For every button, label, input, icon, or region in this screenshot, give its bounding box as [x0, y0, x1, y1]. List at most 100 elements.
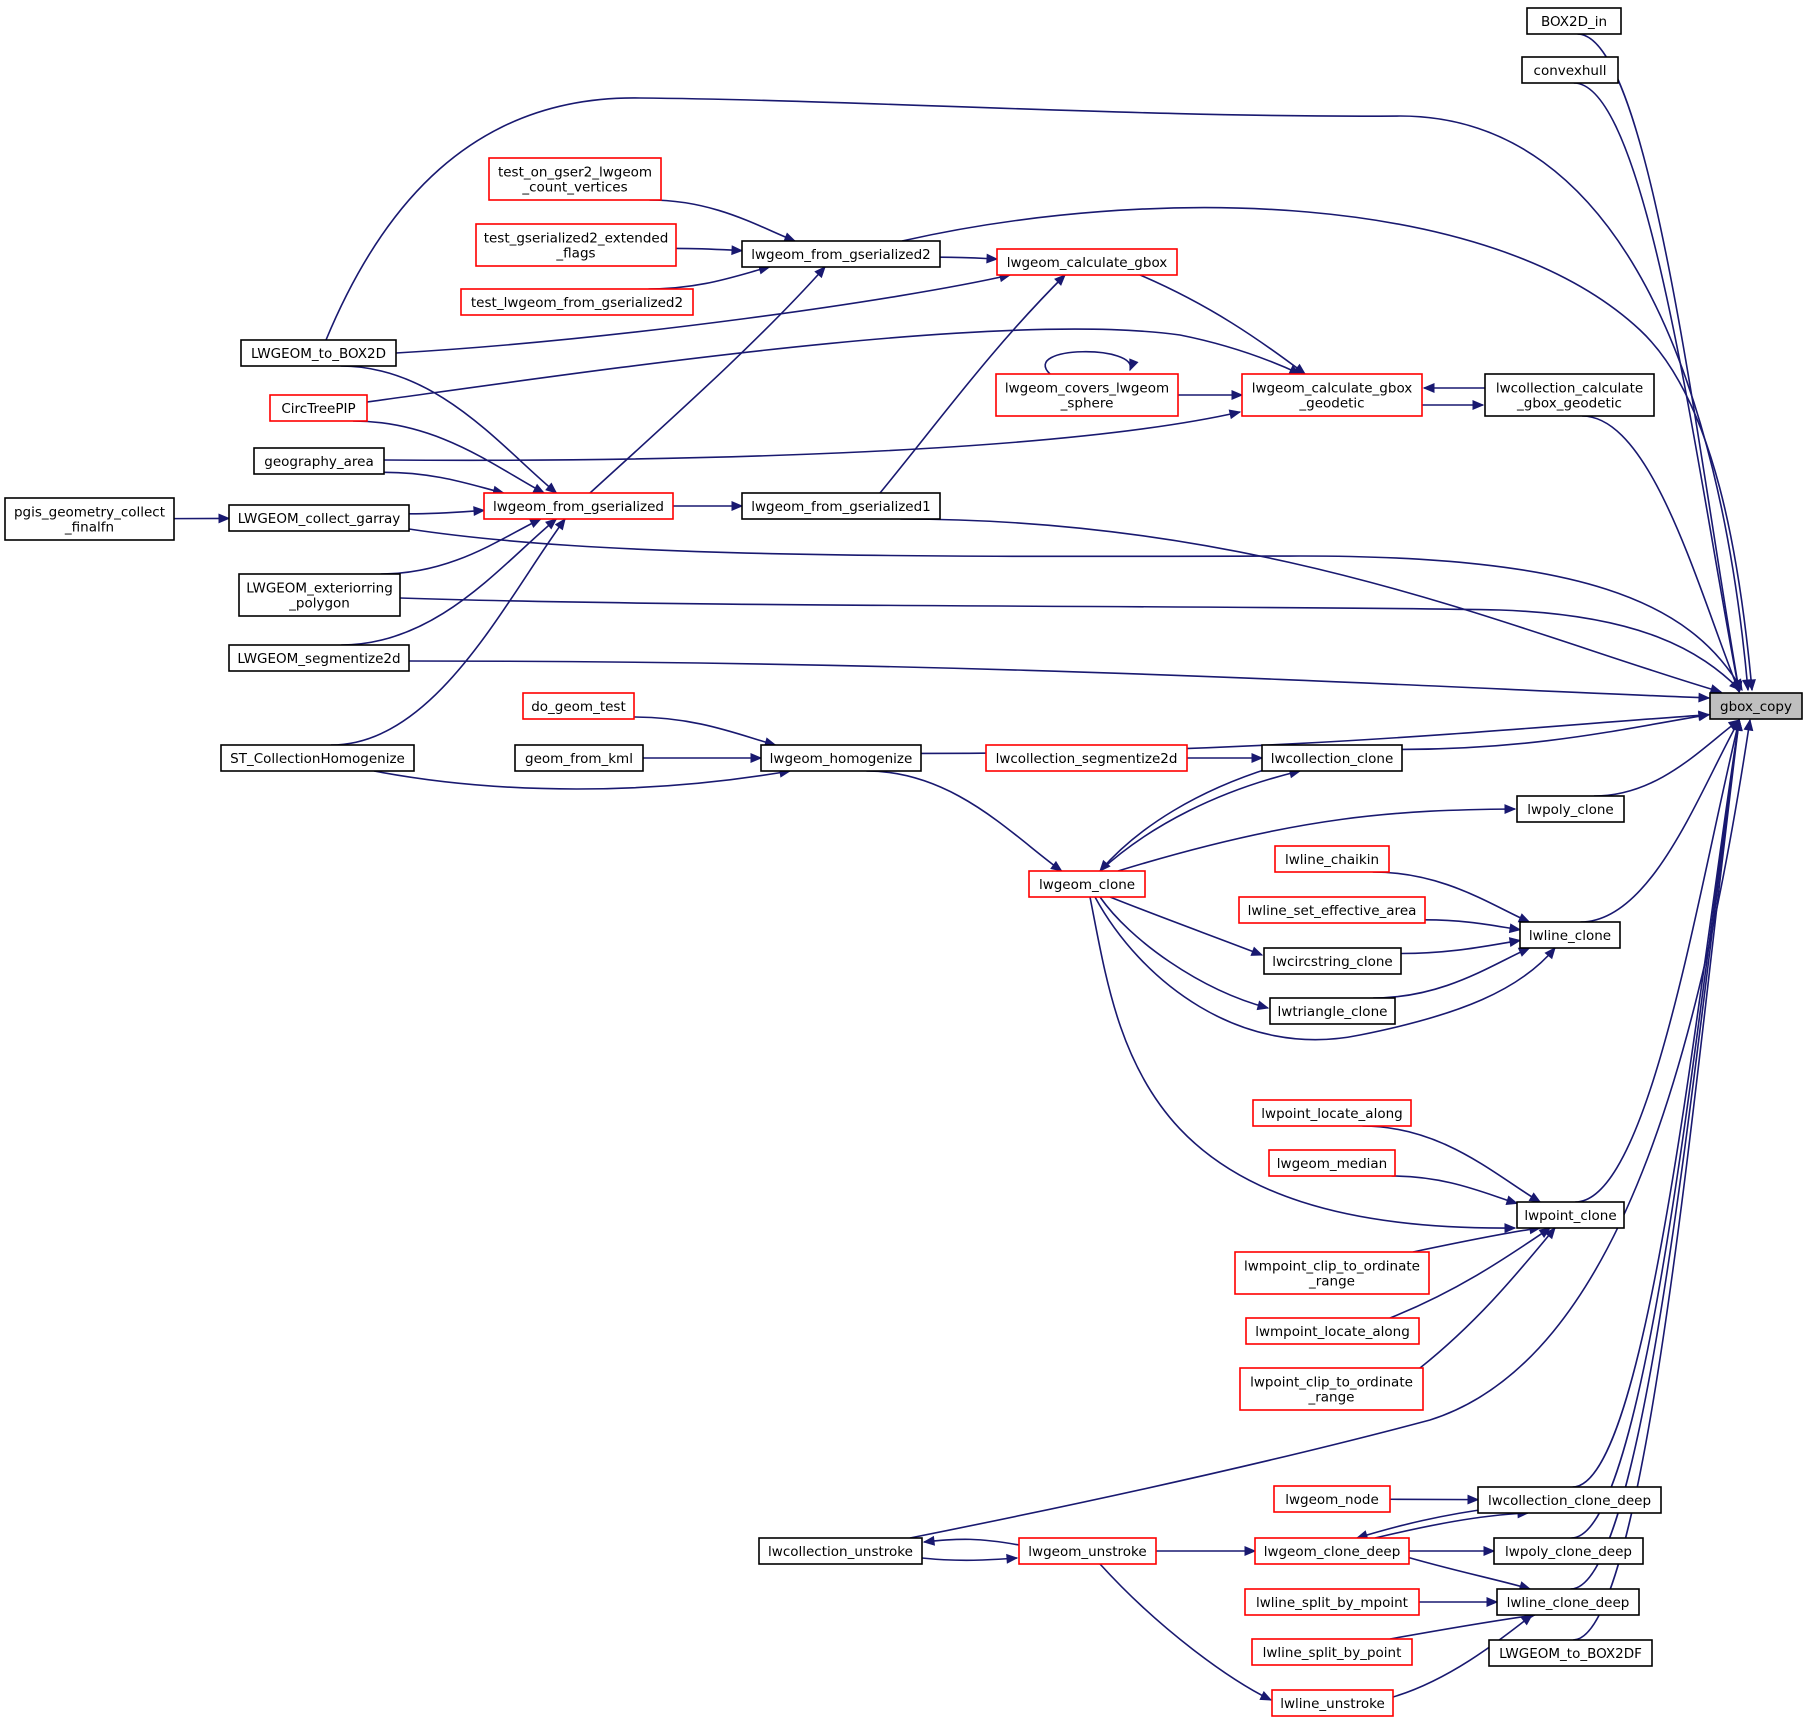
node-LWGEOM_to_BOX2D[interactable]: LWGEOM_to_BOX2D — [240, 339, 397, 367]
node-lwpoint_locate_along[interactable]: lwpoint_locate_along — [1252, 1099, 1412, 1127]
edge-arrowhead-71 — [1486, 1597, 1499, 1607]
node-lwgeom_clone[interactable]: lwgeom_clone — [1028, 870, 1146, 898]
node-box-lwgeom_calculate_gbox — [996, 248, 1178, 276]
node-lwpoint_clone[interactable]: lwpoint_clone — [1516, 1201, 1625, 1229]
edge-CircTreePIP-to-lwgeom_from_gserialized — [352, 420, 545, 494]
edge-lwcollection_unstroke-to-lwgeom_unstroke — [921, 1557, 1018, 1562]
node-lwgeom_calculate_gbox_geodetic[interactable]: lwgeom_calculate_gbox_geodetic — [1241, 373, 1423, 417]
node-label: lwline_chaikin — [1285, 852, 1379, 868]
node-pgis_geometry_collect_finalfn[interactable]: pgis_geometry_collect_finalfn — [4, 497, 175, 541]
node-BOX2D_in[interactable]: BOX2D_in — [1526, 7, 1622, 35]
edge-lwgeom_unstroke-to-lwline_unstroke — [1099, 1563, 1272, 1701]
node-lwgeom_node[interactable]: lwgeom_node — [1273, 1485, 1391, 1513]
node-geography_area[interactable]: geography_area — [253, 447, 385, 475]
node-lwmpoint_locate_along[interactable]: lwmpoint_locate_along — [1245, 1317, 1420, 1345]
node-convexhull[interactable]: convexhull — [1521, 56, 1619, 84]
node-lwline_chaikin[interactable]: lwline_chaikin — [1274, 845, 1390, 873]
node-lwgeom_covers_lwgeom_sphere[interactable]: lwgeom_covers_lwgeom_sphere — [995, 373, 1179, 417]
node-CircTreePIP[interactable]: CircTreePIP — [269, 394, 368, 422]
edge-LWGEOM_segmentize2d-to-lwgeom_from_gserialized — [341, 518, 557, 646]
edge-arrowhead-36 — [473, 506, 486, 516]
node-label: lwline_unstroke — [1280, 1696, 1385, 1712]
edge-lwgeom_clone_deep-to-lwline_clone_deep — [1399, 1554, 1531, 1590]
node-lwline_clone[interactable]: lwline_clone — [1519, 921, 1621, 949]
edge-arrowhead-19 — [783, 232, 797, 242]
node-lwgeom_from_gserialized[interactable]: lwgeom_from_gserialized — [483, 492, 674, 520]
node-lwtriangle_clone[interactable]: lwtriangle_clone — [1269, 997, 1396, 1025]
node-lwmpoint_clip_to_ordinate_range[interactable]: lwmpoint_clip_to_ordinate_range — [1234, 1251, 1430, 1295]
node-box-lwcollection_segmentize2d — [985, 744, 1188, 772]
node-label: lwcollection_clone — [1271, 751, 1394, 767]
node-lwline_split_by_point[interactable]: lwline_split_by_point — [1251, 1638, 1413, 1666]
edge-test_on_gser2-to-lwgeom_from_gserialized2 — [649, 199, 796, 242]
node-label: geography_area — [264, 454, 374, 470]
node-lwcollection_segmentize2d[interactable]: lwcollection_segmentize2d — [985, 744, 1188, 772]
node-lwgeom_calculate_gbox[interactable]: lwgeom_calculate_gbox — [996, 248, 1178, 276]
node-box-lwgeom_covers_lwgeom_sphere — [995, 373, 1179, 417]
node-label: lwgeom_from_gserialized1 — [751, 499, 931, 515]
edge-arrowhead-34 — [532, 483, 546, 494]
node-ST_CollectionHomogenize[interactable]: ST_CollectionHomogenize — [220, 744, 415, 772]
node-lwpoly_clone[interactable]: lwpoly_clone — [1516, 795, 1625, 823]
node-label: lwgeom_calculate_gbox — [1007, 255, 1168, 271]
edge-LWGEOM_exteriorring_polygon-to-lwgeom_from_gserialized — [380, 518, 542, 575]
node-label: lwmpoint_clip_to_ordinate — [1244, 1259, 1420, 1275]
node-box-lwpoly_clone_deep — [1493, 1537, 1644, 1565]
node-lwgeom_unstroke[interactable]: lwgeom_unstroke — [1018, 1537, 1157, 1565]
node-lwline_split_by_mpoint[interactable]: lwline_split_by_mpoint — [1244, 1588, 1420, 1616]
edge-arrowhead-28 — [1129, 358, 1139, 372]
node-lwline_set_effective_area[interactable]: lwline_set_effective_area — [1238, 896, 1426, 924]
node-lwpoly_clone_deep[interactable]: lwpoly_clone_deep — [1493, 1537, 1644, 1565]
node-lwcircstring_clone[interactable]: lwcircstring_clone — [1263, 947, 1402, 975]
edge-lwgeom_clone-to-lwcircstring_clone — [1109, 896, 1263, 956]
edge-lwcollection_calculate_gbox_geodetic-to-gbox_copy — [1582, 415, 1740, 693]
node-geom_from_kml[interactable]: geom_from_kml — [514, 744, 644, 772]
node-lwcollection_unstroke[interactable]: lwcollection_unstroke — [758, 1537, 923, 1565]
edge-lwline_clone-to-gbox_copy — [1580, 719, 1740, 923]
edge-arrowhead-37 — [529, 518, 542, 529]
edge-LWGEOM_to_BOX2D-to-lwgeom_from_gserialized — [340, 365, 557, 494]
node-lwpoint_clip_to_ordinate_range[interactable]: lwpoint_clip_to_ordinate_range — [1239, 1367, 1424, 1411]
edge-lwcollection_unstroke-to-gbox_copy — [909, 719, 1751, 1539]
node-lwgeom_median[interactable]: lwgeom_median — [1268, 1149, 1396, 1177]
node-lwgeom_clone_deep[interactable]: lwgeom_clone_deep — [1254, 1537, 1410, 1565]
node-label: lwtriangle_clone — [1278, 1004, 1388, 1020]
edge-lwtriangle_clone-to-lwline_clone — [1373, 947, 1530, 999]
edge-lwgeom_clone-to-lwline_clone — [1094, 896, 1556, 1041]
node-lwgeom_from_gserialized1[interactable]: lwgeom_from_gserialized1 — [741, 492, 941, 520]
node-lwgeom_from_gserialized2[interactable]: lwgeom_from_gserialized2 — [741, 240, 941, 268]
edge-lwgeom_clone-to-lwpoly_clone — [1117, 808, 1516, 872]
node-test_on_gser2[interactable]: test_on_gser2_lwgeom_count_vertices — [488, 157, 662, 201]
edge-lwcollection_clone-to-gbox_copy — [1401, 713, 1710, 751]
node-test_lwgeom_from_gser2[interactable]: test_lwgeom_from_gserialized2 — [460, 288, 694, 316]
edge-lwpoint_clip_to_ordinate_range-to-lwpoint_clone — [1419, 1227, 1556, 1369]
node-lwline_unstroke[interactable]: lwline_unstroke — [1271, 1689, 1394, 1717]
edge-arrowhead-58 — [1528, 1192, 1542, 1203]
node-do_geom_test[interactable]: do_geom_test — [522, 692, 635, 720]
node-LWGEOM_to_BOX2DF[interactable]: LWGEOM_to_BOX2DF — [1488, 1639, 1653, 1667]
node-LWGEOM_exteriorring_polygon[interactable]: LWGEOM_exteriorring_polygon — [238, 573, 401, 617]
node-label: lwgeom_from_gserialized2 — [751, 247, 931, 263]
node-box-lwgeom_from_gserialized1 — [741, 492, 941, 520]
edge-arrowhead-25 — [1054, 274, 1066, 286]
edge-lwcollection_clone-to-lwgeom_clone — [1099, 767, 1271, 872]
edge-arrowhead-59 — [1505, 1195, 1519, 1206]
node-box-test_gserialized2_ext — [475, 223, 677, 267]
node-LWGEOM_collect_garray[interactable]: LWGEOM_collect_garray — [228, 504, 410, 532]
node-label: test_gserialized2_extended — [484, 231, 669, 247]
node-label: lwmpoint_locate_along — [1255, 1324, 1410, 1340]
node-LWGEOM_segmentize2d[interactable]: LWGEOM_segmentize2d — [228, 644, 410, 672]
node-test_gserialized2_ext[interactable]: test_gserialized2_extended_flags — [475, 223, 677, 267]
edge-LWGEOM_to_BOX2D-to-gbox_copy — [325, 97, 1749, 691]
edge-arrowhead-32 — [1472, 400, 1485, 410]
node-lwgeom_homogenize[interactable]: lwgeom_homogenize — [760, 744, 922, 772]
edge-do_geom_test-to-lwgeom_homogenize — [633, 716, 776, 746]
node-lwcollection_clone_deep[interactable]: lwcollection_clone_deep — [1477, 1486, 1662, 1514]
node-lwcollection_clone[interactable]: lwcollection_clone — [1261, 744, 1403, 772]
node-lwline_clone_deep[interactable]: lwline_clone_deep — [1496, 1588, 1640, 1616]
node-box-convexhull — [1521, 56, 1619, 84]
node-lwcollection_calculate_gbox_geodetic[interactable]: lwcollection_calculate_gbox_geodetic — [1484, 373, 1655, 417]
node-label: pgis_geometry_collect — [14, 505, 165, 521]
edge-arrowhead-49 — [1504, 804, 1517, 815]
